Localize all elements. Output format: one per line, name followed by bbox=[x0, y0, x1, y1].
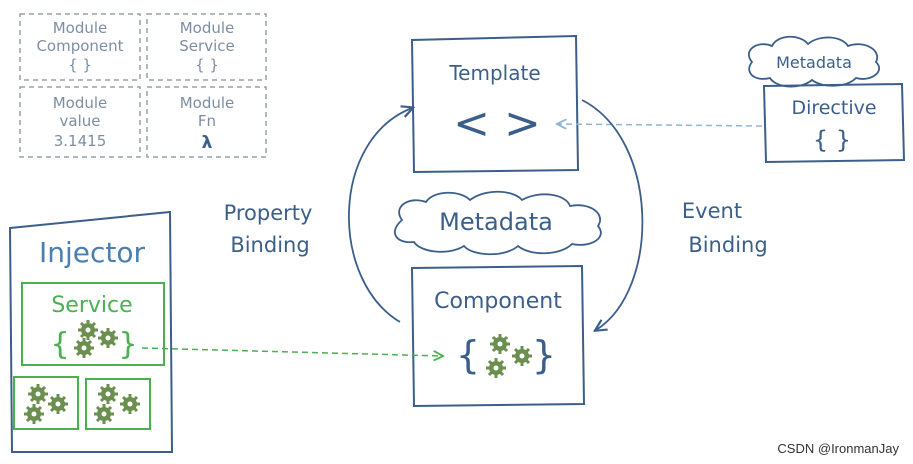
component-right-brace: } bbox=[532, 333, 556, 377]
property-binding-line1: Property bbox=[224, 201, 313, 225]
template-box: Template < > bbox=[410, 34, 580, 174]
injector-service-box: Service { } bbox=[21, 282, 165, 366]
module-value-line1: Module bbox=[53, 94, 108, 112]
center-metadata-label: Metadata bbox=[439, 208, 553, 236]
component-box: Component { } bbox=[410, 264, 586, 408]
module-service-line3: { } bbox=[195, 56, 219, 74]
directive-symbol: { } bbox=[813, 126, 851, 154]
component-left-brace: { bbox=[456, 333, 480, 377]
injector-service-title: Service bbox=[51, 293, 132, 318]
module-component-box: Module Component { } bbox=[19, 13, 141, 81]
template-title: Template bbox=[448, 61, 540, 85]
watermark: CSDN @IronmanJay bbox=[777, 441, 899, 456]
component-title: Component bbox=[434, 289, 562, 314]
event-binding-line2: Binding bbox=[688, 233, 767, 257]
instance-1-gear-icon bbox=[26, 382, 50, 406]
module-value-line3: 3.1415 bbox=[54, 132, 107, 150]
module-service-box: Module Service { } bbox=[146, 13, 267, 81]
property-binding-line2: Binding bbox=[230, 233, 309, 257]
module-component-line2: Component bbox=[36, 37, 123, 55]
injector-instance-box-2 bbox=[85, 378, 151, 430]
service-left-brace: { bbox=[50, 327, 69, 362]
module-component-line3: { } bbox=[68, 56, 92, 74]
center-metadata-cloud: Metadata bbox=[394, 190, 602, 256]
module-value-line2: value bbox=[60, 112, 101, 130]
module-service-line2: Service bbox=[179, 37, 234, 55]
directive-box: Directive { } bbox=[762, 82, 906, 164]
template-symbol: < > bbox=[453, 98, 541, 149]
directive-metadata-label: Metadata bbox=[776, 53, 852, 72]
directive-to-template-arrow bbox=[558, 124, 763, 126]
module-fn-line2: Fn bbox=[198, 112, 216, 130]
injector-box: Injector Service { } bbox=[8, 210, 174, 453]
instance-2-gear-icon bbox=[96, 382, 120, 406]
event-binding-arrow bbox=[581, 99, 644, 330]
module-fn-line3: λ bbox=[202, 133, 213, 153]
service-to-component-arrow bbox=[141, 347, 442, 356]
service-right-brace: } bbox=[118, 327, 137, 362]
injector-instance-box-1 bbox=[13, 376, 79, 430]
module-fn-box: Module Fn λ bbox=[146, 86, 267, 158]
directive-title: Directive bbox=[791, 97, 876, 119]
directive-metadata-cloud: Metadata bbox=[748, 35, 880, 88]
component-gears-icon bbox=[484, 332, 534, 380]
module-service-line1: Module bbox=[180, 19, 235, 37]
module-component-line1: Module bbox=[53, 19, 108, 37]
module-value-box: Module value 3.1415 bbox=[19, 86, 141, 158]
event-binding-line1: Event bbox=[682, 199, 742, 223]
injector-title: Injector bbox=[39, 236, 146, 269]
module-fn-line1: Module bbox=[180, 94, 235, 112]
service-gears-icon bbox=[72, 318, 120, 360]
property-binding-arrow bbox=[348, 108, 412, 323]
